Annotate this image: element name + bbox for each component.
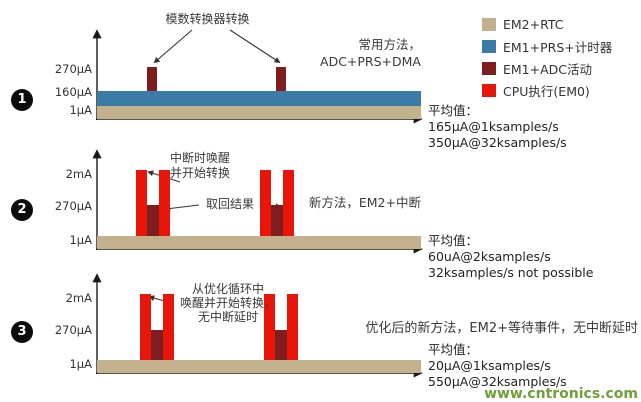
p2-ylabel-270uA: 270µA: [54, 199, 92, 213]
p2-cpu-pulse-1: [136, 170, 147, 236]
p3-annotation-line-2: 唤醒并开始转换，: [179, 296, 276, 310]
p2-adc-pulse-2: [271, 205, 283, 236]
p2-cpu-pulse-4: [283, 170, 294, 236]
p2-ylabel-1uA: 1µA: [69, 233, 92, 247]
p1-method-line-2: ADC+PRS+DMA: [320, 54, 421, 69]
p1-ylabel-270uA: 270µA: [54, 62, 92, 76]
p2-average-line-1: 60uA@2ksamples/s: [428, 249, 551, 264]
p1-ylabel-160uA: 160µA: [54, 85, 92, 99]
panel-2-number-badge: 2: [11, 199, 33, 221]
p3-ylabel-2mA: 2mA: [65, 291, 92, 305]
legend-swatch-cpu-em0: [482, 83, 496, 97]
p2-annotation-line-1: 中断时唤醒: [169, 151, 230, 165]
p3-cpu-pulse-4: [287, 294, 298, 360]
p1-average-block: 平均值： 165µA@1ksamples/s 350µA@32ksamples/…: [428, 103, 567, 151]
p2-annotation: 中断时唤醒 并开始转换: [150, 151, 250, 181]
p1-adc-pulse-2: [276, 67, 286, 91]
p2-adc-pulse-1: [147, 205, 159, 236]
p1-em2-rtc-band: [97, 106, 421, 119]
p2-cpu-pulse-3: [260, 170, 271, 236]
p2-method-label: 新方法，EM2+中断: [308, 195, 421, 210]
legend-label-em1-prs-timer: EM1+PRS+计时器: [503, 39, 613, 55]
p1-annotation: 模数转换器转换: [165, 12, 250, 26]
p2-annotation-line-2: 并开始转换: [169, 166, 230, 180]
legend-swatch-em1-adc: [482, 61, 496, 75]
legend-swatch-em1-prs-timer: [482, 39, 496, 53]
p3-cpu-pulse-1: [140, 294, 151, 360]
p3-cpu-pulse-3: [264, 294, 275, 360]
legend-label-em2-rtc: EM2+RTC: [503, 16, 564, 32]
p1-average-line-2: 350µA@32ksamples/s: [428, 135, 567, 150]
p1-annotation-arrow-right: [229, 29, 281, 63]
p1-average-title: 平均值：: [428, 103, 479, 118]
legend: EM2+RTC EM1+PRS+计时器 EM1+ADC活动 CPU执行(EM0): [482, 13, 612, 101]
p2-em2-rtc-band: [97, 236, 421, 249]
legend-item-em2-rtc: EM2+RTC: [482, 13, 612, 35]
panel-3-number-badge: 3: [11, 321, 33, 343]
p2-average-line-2: 32ksamples/s not possible: [428, 265, 594, 280]
p3-average-title: 平均值：: [428, 342, 479, 357]
legend-label-em1-adc: EM1+ADC活动: [503, 61, 593, 77]
p1-method-label: 常用方法， ADC+PRS+DMA: [295, 36, 421, 70]
p2-average-title: 平均值：: [428, 233, 479, 248]
p2-average-block: 平均值： 60uA@2ksamples/s 32ksamples/s not p…: [428, 233, 593, 281]
p3-annotation-line-1: 从优化循环中: [191, 282, 264, 296]
legend-item-cpu-em0: CPU执行(EM0): [482, 79, 612, 101]
p2-ylabel-2mA: 2mA: [65, 167, 92, 181]
p3-annotation: 从优化循环中 唤醒并开始转换， 无中断延时: [170, 282, 286, 324]
p3-method-label: 优化后的新方法，EM2+等待事件，无中断延时: [365, 321, 638, 336]
p3-ylabel-270uA: 270µA: [54, 323, 92, 337]
p3-average-block: 平均值： 20µA@1ksamples/s 550µA@32ksamples/s: [428, 342, 567, 390]
p3-adc-pulse-1: [151, 330, 163, 360]
p3-cpu-pulse-2: [163, 294, 174, 360]
p3-adc-pulse-2: [275, 330, 287, 360]
p3-average-line-2: 550µA@32ksamples/s: [428, 374, 567, 389]
legend-item-em1-prs-timer: EM1+PRS+计时器: [482, 35, 612, 57]
p3-em2-rtc-band: [97, 360, 421, 373]
p1-annotation-arrow-left: [153, 29, 193, 64]
p3-ylabel-1uA: 1µA: [69, 357, 92, 371]
legend-item-em1-adc: EM1+ADC活动: [482, 57, 612, 79]
p2-cpu-pulse-2: [159, 170, 170, 236]
p2-callout-arrow-left: [164, 204, 200, 212]
p3-average-line-1: 20µA@1ksamples/s: [428, 358, 551, 373]
site-watermark: www.cntronics.com: [484, 386, 638, 402]
p1-ylabel-1uA: 1µA: [69, 103, 92, 117]
p1-em1-prs-band: [97, 91, 421, 106]
p2-callout-fetch-result: 取回结果: [205, 197, 254, 211]
p1-method-line-1: 常用方法，: [358, 37, 421, 52]
p1-adc-pulse-1: [147, 67, 157, 91]
legend-label-cpu-em0: CPU执行(EM0): [503, 83, 590, 99]
p3-annotation-line-3: 无中断延时: [197, 310, 258, 324]
legend-swatch-em2-rtc: [482, 17, 496, 31]
panel-1-number-badge: 1: [11, 89, 33, 111]
p1-average-line-1: 165µA@1ksamples/s: [428, 119, 559, 134]
